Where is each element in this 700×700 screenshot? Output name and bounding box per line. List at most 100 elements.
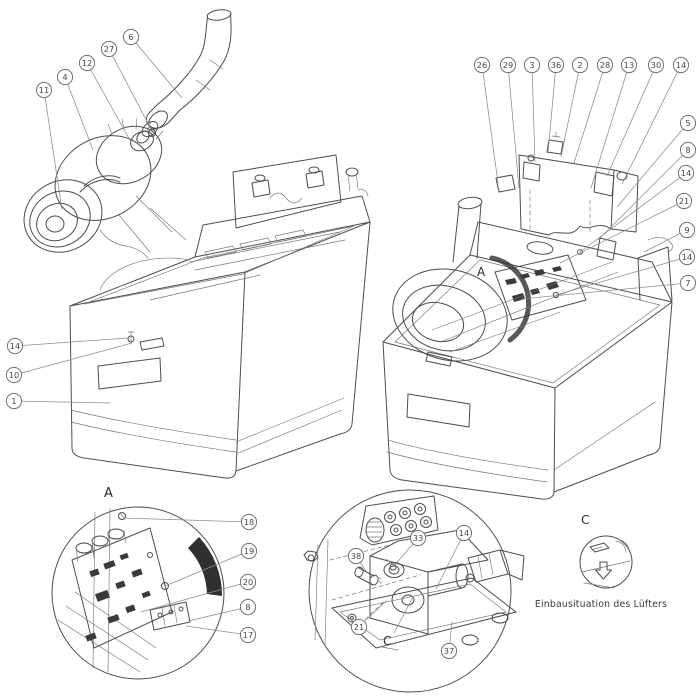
callout-9-circle — [679, 222, 694, 237]
callout-1: 1 — [6, 393, 21, 408]
leader-5-17 — [617, 123, 688, 207]
callout-30-circle — [648, 57, 663, 72]
leader-1-7 — [14, 401, 110, 403]
callout-37-circle — [441, 643, 456, 658]
callout-30-number: 30 — [651, 60, 661, 70]
callout-18-number: 18 — [244, 517, 254, 527]
callout-4-circle — [57, 69, 72, 84]
callout-14-circle — [456, 525, 471, 540]
leader-6-4 — [131, 37, 182, 98]
callout-5-circle — [680, 115, 695, 130]
clip-33 — [390, 564, 396, 570]
callout-11-number: 11 — [39, 85, 49, 95]
callout-20-number: 20 — [243, 577, 253, 587]
leader-27-3 — [109, 49, 152, 131]
label-a-detail-circle: A — [104, 486, 113, 501]
callout-14: 14 — [678, 165, 693, 180]
detail-b-drawing — [304, 490, 524, 692]
callout-29: 29 — [500, 57, 515, 72]
callout-1-number: 1 — [11, 396, 16, 406]
leader-11-0 — [44, 90, 62, 210]
callout-37: 37 — [441, 643, 456, 658]
callout-21: 21 — [676, 193, 691, 208]
right-tank-label-plate — [407, 394, 470, 427]
left-machine-drawing — [11, 8, 370, 478]
callout-26-circle — [474, 57, 489, 72]
callout-21-number: 21 — [679, 196, 689, 206]
label-a-machine-interior: A — [477, 265, 486, 279]
callout-21-number: 21 — [354, 622, 364, 632]
callout-19: 19 — [241, 543, 256, 558]
callout-33-number: 33 — [413, 533, 423, 543]
callout-2-number: 2 — [577, 60, 582, 70]
callout-4-number: 4 — [62, 72, 67, 82]
callout-37-number: 37 — [444, 646, 454, 656]
label-c-middle-detail: C — [383, 634, 391, 648]
housing-shadow — [188, 537, 223, 596]
callout-38-number: 38 — [351, 551, 361, 561]
fan-bracket-drawing — [370, 530, 488, 634]
callout-8-circle — [680, 142, 695, 157]
callout-2: 2 — [572, 57, 587, 72]
callout-10-number: 10 — [9, 370, 19, 380]
callout-3-circle — [524, 57, 539, 72]
callout-10: 10 — [6, 367, 21, 382]
callout-9-number: 9 — [684, 225, 689, 235]
detail-a-drawing — [52, 507, 224, 679]
callout-14-number: 14 — [459, 528, 469, 538]
callout-3: 3 — [524, 57, 539, 72]
fan-blade-icon — [590, 543, 609, 552]
callout-28-number: 28 — [600, 60, 610, 70]
base-tray-drawing — [332, 578, 516, 648]
callout-17: 17 — [240, 627, 255, 642]
callout-29-number: 29 — [503, 60, 513, 70]
leader-14-16 — [622, 65, 681, 184]
callout-21-circle — [676, 193, 691, 208]
callout-14: 14 — [7, 338, 22, 353]
leader-30-15 — [607, 65, 656, 176]
callout-17-circle — [240, 627, 255, 642]
callout-4: 4 — [57, 69, 72, 84]
blower-motor-drawing — [11, 115, 186, 265]
callout-27-circle — [101, 41, 116, 56]
leader-4-1 — [65, 77, 93, 150]
callout-19-circle — [241, 543, 256, 558]
left-tank-drawing — [70, 155, 370, 478]
hole-19 — [162, 583, 169, 590]
callout-11: 11 — [36, 82, 51, 97]
callout-14: 14 — [673, 57, 688, 72]
callout-27: 27 — [101, 41, 116, 56]
callout-8: 8 — [240, 599, 255, 614]
callout-8-number: 8 — [685, 145, 690, 155]
callout-14-circle — [7, 338, 22, 353]
leader-10-6 — [14, 343, 132, 375]
callout-14-circle — [673, 57, 688, 72]
caption-einbausituation: Einbausituation des Lüfters — [535, 599, 667, 610]
callout-8-number: 8 — [245, 602, 250, 612]
callout-21-circle — [351, 619, 366, 634]
leader-14-19 — [580, 173, 686, 252]
callout-14-number: 14 — [682, 252, 692, 262]
callout-27-number: 27 — [104, 44, 114, 54]
callout-8-circle — [240, 599, 255, 614]
leader-14-22 — [556, 257, 687, 295]
leader-20-26 — [141, 582, 248, 612]
callout-30: 30 — [648, 57, 663, 72]
leader-3-10 — [532, 65, 535, 162]
callout-14-circle — [678, 165, 693, 180]
right-machine-drawing — [382, 132, 672, 499]
callout-28: 28 — [597, 57, 612, 72]
callout-2-circle — [572, 57, 587, 72]
callout-14-number: 14 — [681, 168, 691, 178]
hose-drawing — [134, 8, 231, 145]
callout-13-number: 13 — [624, 60, 634, 70]
callout-14-circle — [679, 249, 694, 264]
callout-28-circle — [597, 57, 612, 72]
leader-2-12 — [561, 65, 580, 157]
callout-6: 6 — [123, 29, 138, 44]
latch-handle — [648, 237, 673, 252]
callout-12: 12 — [79, 55, 94, 70]
pcb-drawing — [72, 528, 172, 648]
control-board-drawing — [492, 255, 586, 340]
